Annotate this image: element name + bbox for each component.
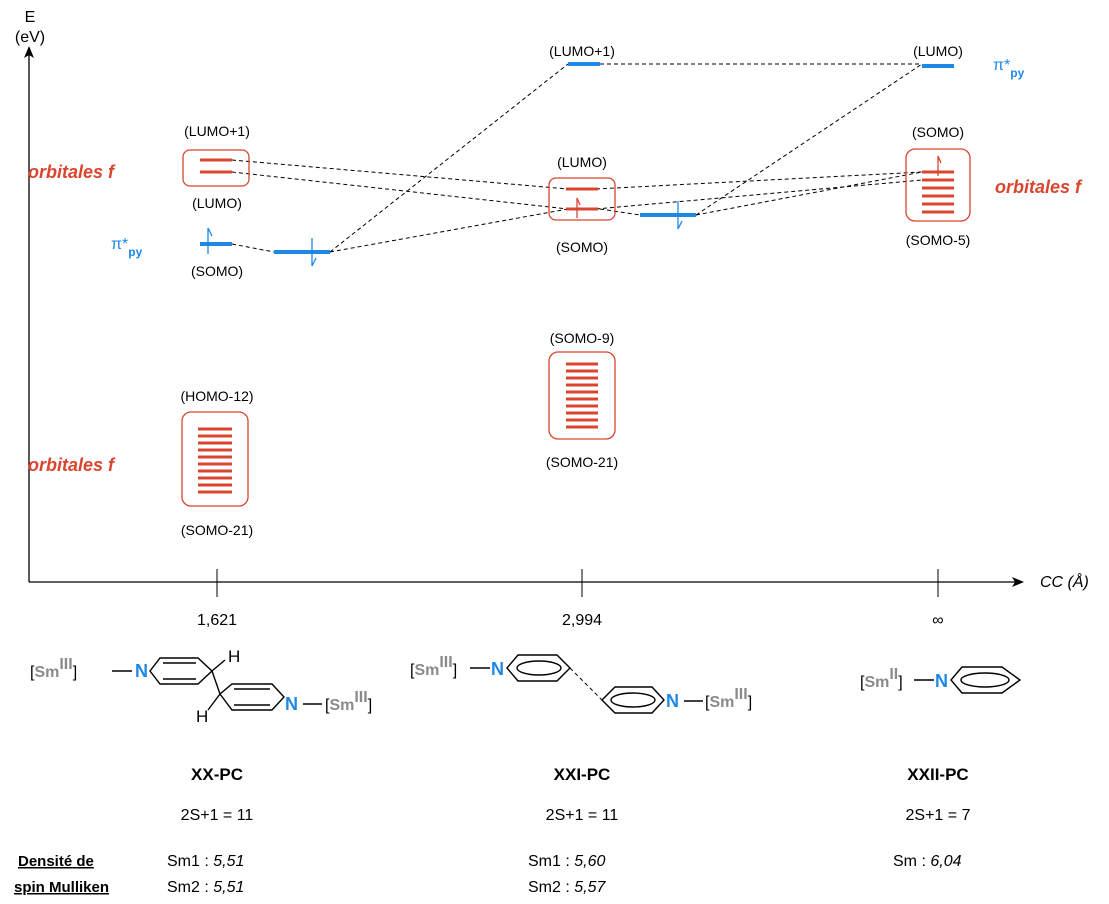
density-header: Densité de (18, 853, 94, 870)
spin-density-value: Sm1 : 5,51 (167, 853, 244, 870)
spin-density-value: Sm2 : 5,57 (528, 879, 606, 896)
structure-xxi-pc: [SmIII] N N [SmIII] (410, 654, 752, 714)
samarium-label: [SmIII] (30, 656, 77, 682)
spin-up-arrow (937, 155, 942, 176)
orbital-label: (SOMO-5) (906, 232, 971, 248)
nitrogen-label: N (285, 694, 298, 714)
f-orbitals-label: orbitales f (28, 162, 116, 182)
corr-line-f-top-1 (231, 159, 569, 190)
tick-label-2: 2,994 (562, 612, 602, 629)
compound-info: XX-PC XXI-PC XXII-PC 2S+1 = 11 2S+1 = 11… (181, 765, 971, 824)
f-orbital-stack (198, 427, 232, 494)
structure-xx-pc: [SmIII] N H H N [SmIII] (30, 647, 372, 726)
tick-label-3: ∞ (932, 612, 943, 629)
corr-line-f-mid-2 (595, 179, 923, 210)
nitrogen-label: N (666, 691, 679, 711)
column-1-orbitals: (LUMO+1) (LUMO) orbitales f π*py (SOMO) … (28, 123, 330, 538)
column-2-orbitals: (LUMO+1) (LUMO) (SOMO) (SOMO-9) (SOMO-21… (546, 43, 696, 470)
spin-density-value: Sm : 6,04 (893, 853, 962, 870)
orbital-label: (LUMO) (557, 154, 607, 170)
weak-bond (569, 667, 603, 701)
f-orbital-box (905, 148, 971, 222)
compound-name: XXII-PC (907, 765, 968, 784)
corr-line-pi-5 (599, 208, 641, 216)
f-orbital-box (182, 149, 250, 187)
orbital-label: (SOMO-21) (181, 522, 253, 538)
nitrogen-label: N (135, 661, 148, 681)
f-orbital-stack (566, 362, 598, 429)
pi-py-label: π*py (993, 57, 1025, 80)
spin-multiplicity: 2S+1 = 11 (546, 807, 619, 824)
orbital-label: (LUMO) (192, 195, 242, 211)
f-orbital-stack (922, 170, 954, 214)
samarium-label: [SmIII] (410, 654, 457, 680)
f-orbital-box (548, 351, 616, 440)
spin-density-section: Densité de spin Mulliken Sm1 : 5,51 Sm2 … (14, 853, 962, 896)
orbital-label: (SOMO) (191, 263, 243, 279)
orbital-label: (SOMO-21) (546, 454, 618, 470)
hydrogen-label: H (196, 707, 208, 726)
orbital-label: (LUMO+1) (184, 123, 250, 139)
column-3-orbitals: (LUMO) π*py (SOMO) orbitales f (SOMO-5) (905, 43, 1083, 248)
spin-density-value: Sm2 : 5,51 (167, 879, 244, 896)
structure-xxii-pc: [SmII] N (860, 666, 1022, 694)
corr-line-f-mid-1 (595, 171, 923, 190)
spin-down-arrow (677, 201, 683, 230)
orbital-label: (HOMO-12) (180, 388, 253, 404)
spin-up-arrow (576, 197, 581, 218)
nitrogen-label: N (935, 671, 948, 691)
density-header: spin Mulliken (14, 879, 109, 896)
correlation-lines (231, 63, 923, 253)
compound-name: XX-PC (191, 765, 243, 784)
axes: E (eV) CC (Å) 1,621 2,994 ∞ (15, 9, 1089, 629)
f-orbitals-label: orbitales f (995, 177, 1083, 197)
orbital-label: (SOMO) (912, 124, 964, 140)
spin-multiplicity: 2S+1 = 11 (181, 807, 254, 824)
y-axis-label-unit: (eV) (15, 29, 45, 46)
f-orbitals-label: orbitales f (28, 455, 116, 475)
orbital-label: (LUMO) (913, 43, 963, 59)
spin-density-value: Sm1 : 5,60 (528, 853, 605, 870)
pyridine-ring (601, 686, 665, 714)
pyridine-ring (219, 683, 285, 711)
f-orbital-box (181, 411, 249, 507)
nitrogen-label: N (491, 659, 504, 679)
samarium-label: [SmIII] (705, 686, 752, 712)
corr-line-pi-1 (231, 243, 275, 253)
corr-line-pi-7 (695, 171, 923, 216)
corr-line-pi-3 (329, 208, 569, 253)
orbital-label: (SOMO) (556, 239, 608, 255)
orbital-label: (SOMO-9) (550, 330, 615, 346)
corr-line-pi-2 (329, 63, 569, 253)
orbital-label: (LUMO+1) (549, 43, 615, 59)
pyridine-ring (950, 666, 1022, 694)
compound-name: XXI-PC (554, 765, 611, 784)
spin-multiplicity: 2S+1 = 7 (906, 807, 971, 824)
corr-line-pi-6 (695, 63, 923, 216)
y-axis-label-e: E (25, 9, 36, 26)
tick-label-1: 1,621 (197, 612, 237, 629)
pi-py-label: π*py (111, 236, 143, 259)
spin-up-arrow (207, 227, 213, 254)
pyridine-ring (149, 657, 214, 685)
x-axis-label: CC (Å) (1040, 572, 1089, 591)
samarium-label: [SmIII] (325, 689, 372, 715)
corr-line-f-top-2 (231, 171, 569, 210)
hydrogen-label: H (228, 647, 240, 666)
samarium-label: [SmII] (860, 666, 903, 692)
spin-down-arrow (311, 238, 317, 267)
f-orbital-box (548, 177, 616, 221)
